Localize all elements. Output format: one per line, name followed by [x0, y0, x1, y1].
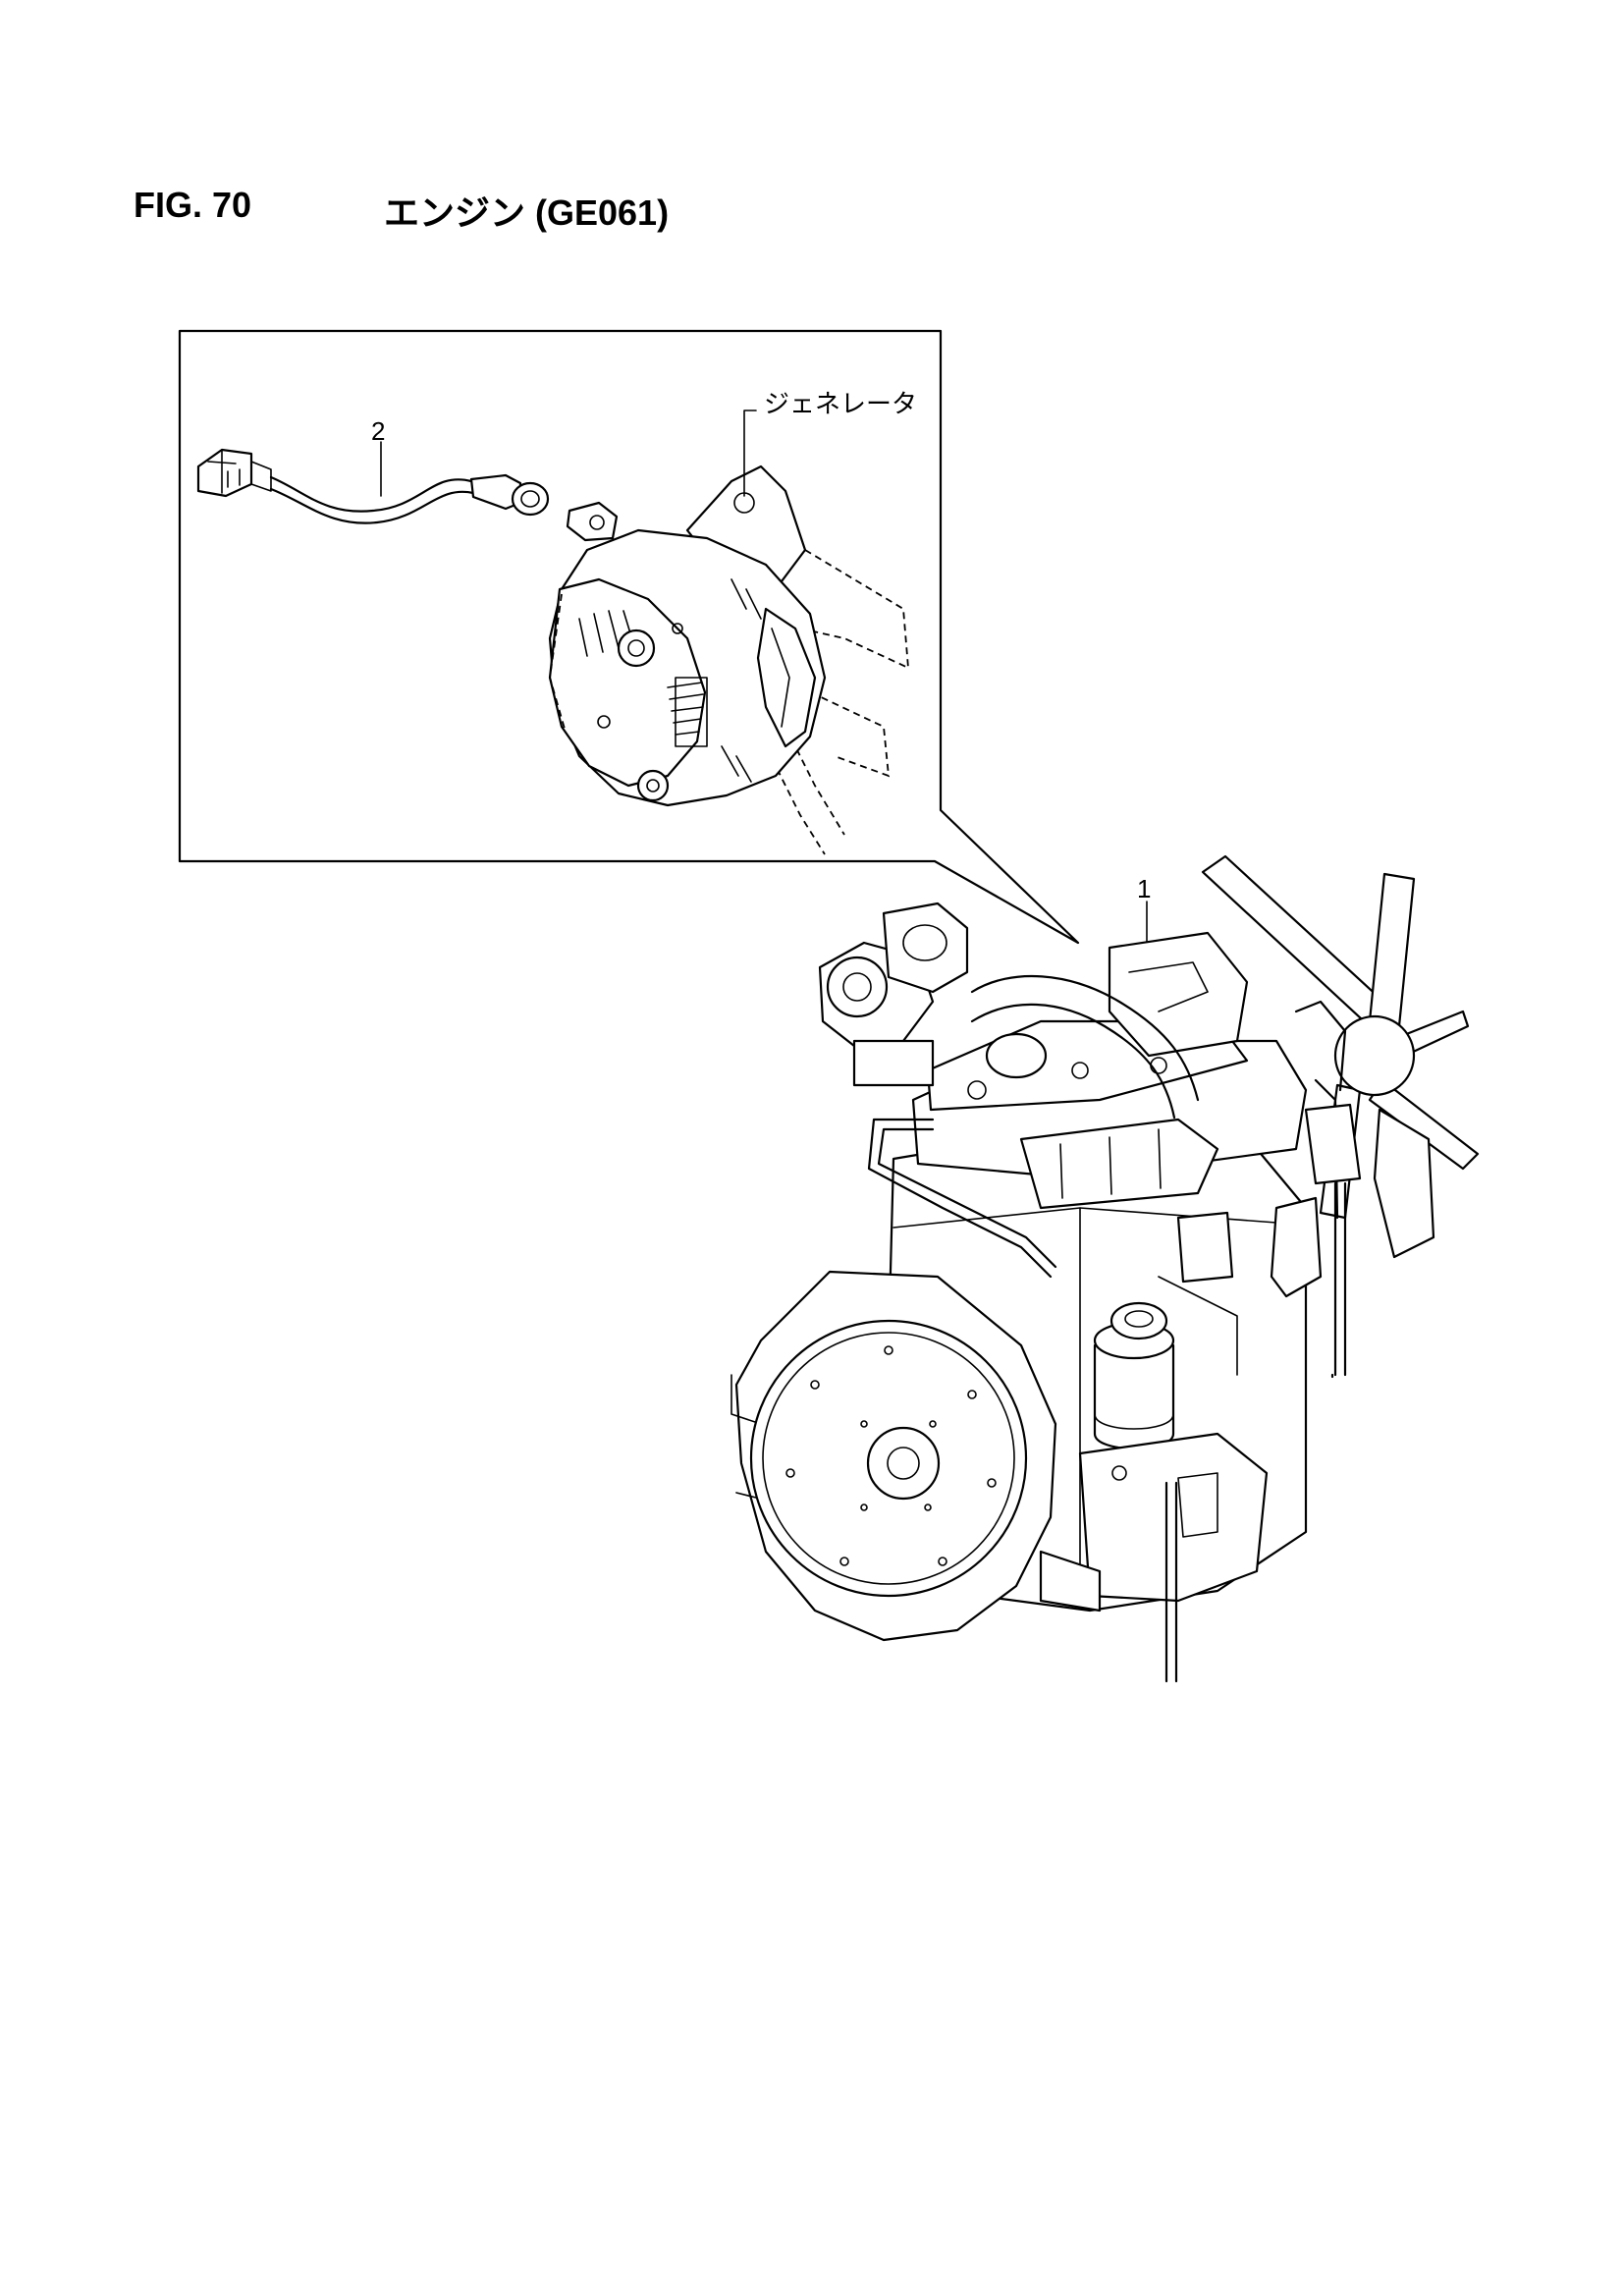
callout-item-2: 2	[371, 416, 385, 446]
engine-assembly-drawing	[730, 854, 1480, 1683]
callout-generator-label: ジェネレータ	[764, 389, 917, 418]
callout-leader-generator	[743, 410, 757, 497]
wire-harness-drawing	[196, 448, 619, 542]
callout-item-1: 1	[1137, 874, 1151, 903]
detail-inset-frame	[178, 329, 1080, 945]
figure-number: FIG. 70	[134, 185, 252, 225]
generator-drawing	[548, 465, 910, 855]
figure-title: エンジン (GE061)	[384, 192, 670, 233]
